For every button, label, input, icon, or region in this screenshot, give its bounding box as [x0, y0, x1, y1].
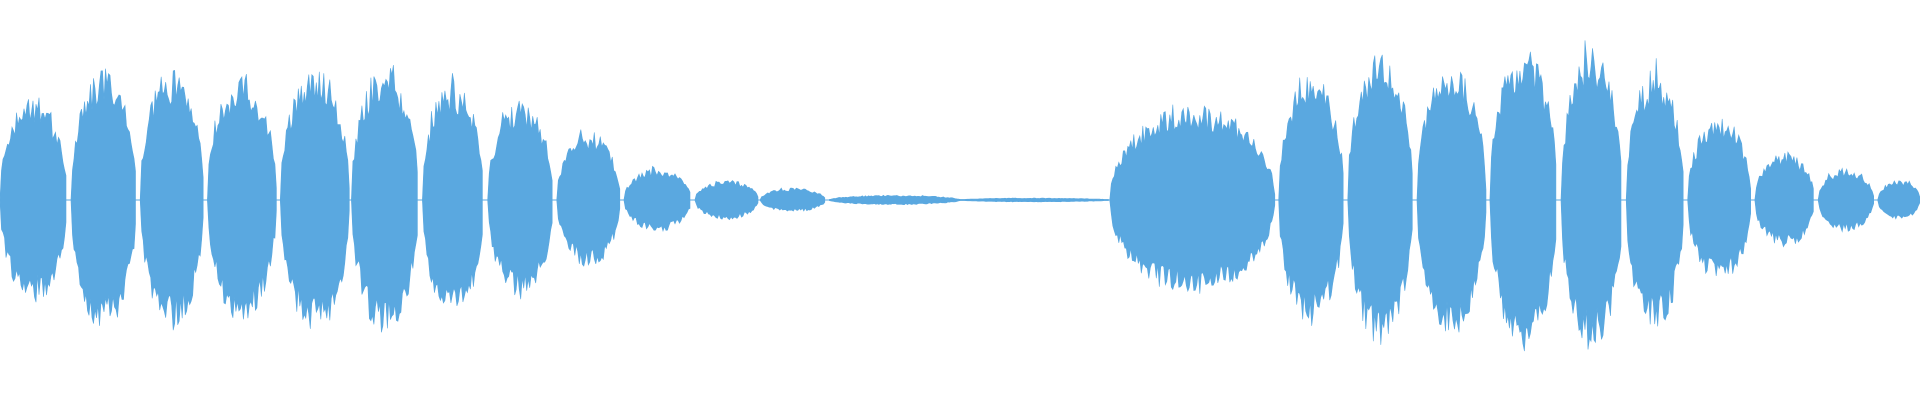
- waveform-burst-18: [1416, 71, 1487, 333]
- waveform-burst-22: [1687, 118, 1751, 277]
- waveform-burst-12: [760, 187, 826, 212]
- waveform-burst-13: [829, 194, 961, 206]
- waveform-burst-9: [556, 129, 621, 267]
- waveform-burst-15: [1109, 104, 1276, 294]
- waveform-burst-3: [139, 70, 204, 331]
- waveform-burst-8: [487, 100, 553, 300]
- waveform-burst-17: [1347, 54, 1413, 345]
- waveform-burst-19: [1489, 51, 1557, 352]
- waveform-burst-14: [959, 197, 1109, 203]
- waveform-burst-7: [422, 73, 483, 306]
- waveform-burst-21: [1625, 58, 1684, 327]
- waveform-burst-6: [351, 65, 418, 333]
- waveform-burst-20: [1560, 40, 1622, 350]
- waveform-burst-24: [1817, 167, 1874, 233]
- waveform-burst-23: [1754, 151, 1814, 248]
- waveform-burst-10: [623, 165, 691, 232]
- waveform-burst-16: [1278, 77, 1344, 326]
- waveform-burst-1: [0, 97, 67, 303]
- waveform-burst-2: [70, 68, 136, 326]
- waveform-burst-5: [280, 71, 350, 329]
- waveform-burst-25: [1877, 180, 1920, 220]
- waveform-burst-11: [694, 180, 759, 221]
- waveform-segments: [0, 40, 1920, 352]
- waveform-burst-4: [207, 74, 277, 320]
